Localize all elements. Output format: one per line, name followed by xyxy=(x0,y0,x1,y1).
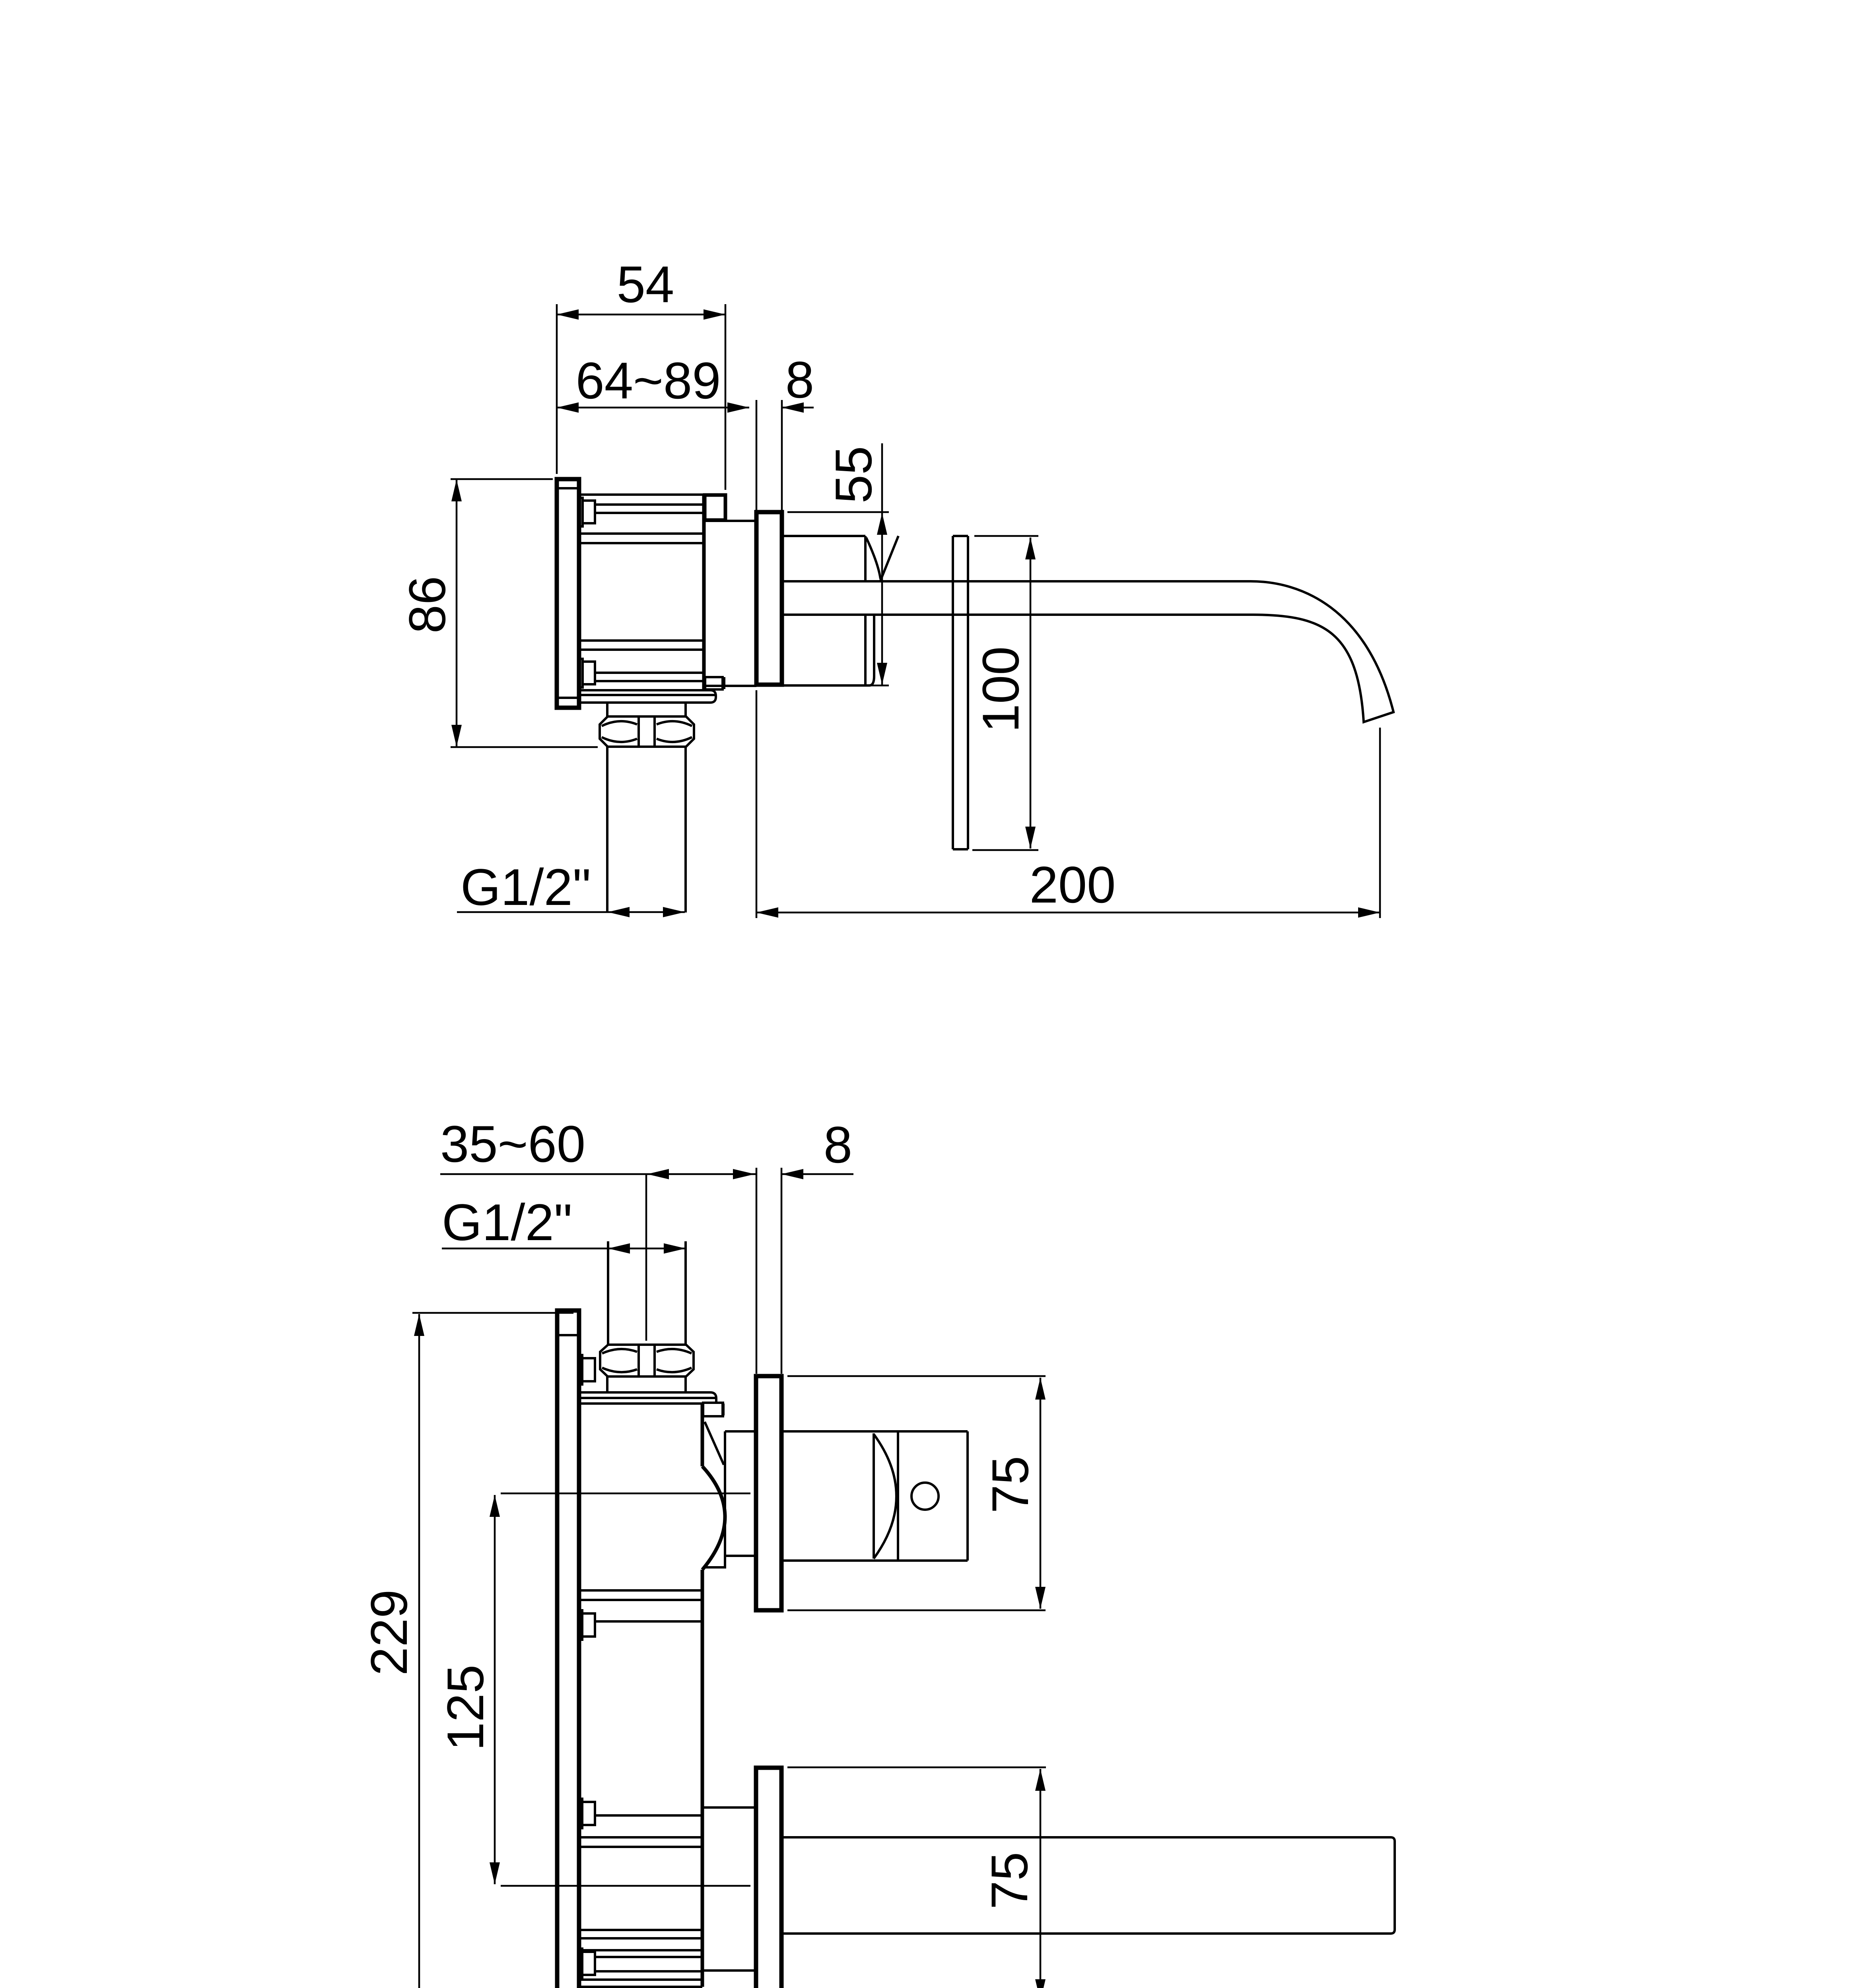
svg-text:8: 8 xyxy=(824,1116,852,1174)
svg-text:125: 125 xyxy=(436,1665,494,1751)
svg-text:G1/2": G1/2" xyxy=(461,858,591,916)
svg-text:100: 100 xyxy=(972,646,1030,733)
svg-text:75: 75 xyxy=(980,1852,1038,1910)
svg-text:64~89: 64~89 xyxy=(575,351,721,410)
svg-text:55: 55 xyxy=(824,446,882,504)
svg-text:G1/2": G1/2" xyxy=(442,1193,572,1251)
svg-text:229: 229 xyxy=(360,1590,418,1676)
svg-text:35~60: 35~60 xyxy=(440,1115,585,1173)
svg-text:200: 200 xyxy=(1030,856,1116,914)
svg-text:75: 75 xyxy=(981,1456,1039,1514)
svg-text:8: 8 xyxy=(785,351,814,409)
svg-text:86: 86 xyxy=(398,576,456,634)
svg-text:54: 54 xyxy=(617,255,674,313)
